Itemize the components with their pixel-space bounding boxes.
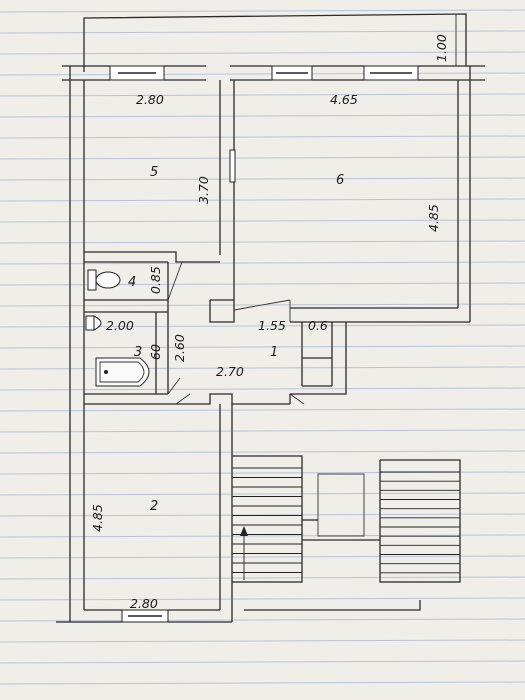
- dimension-bath-length: 60: [148, 344, 163, 360]
- ruled-line: [0, 156, 525, 160]
- ruled-line: [0, 681, 525, 685]
- balcony: [83, 13, 467, 72]
- dimension-room5-width: 2.80: [136, 92, 164, 107]
- room-number-2: 2: [150, 499, 158, 514]
- windows: [109, 65, 419, 623]
- interior-walls: [84, 80, 470, 622]
- ruled-line: [0, 198, 525, 202]
- ruled-line: [0, 408, 525, 412]
- ruled-line: [0, 513, 525, 517]
- ruled-line: [0, 72, 525, 76]
- dimension-balcony-depth: 1.00: [434, 34, 449, 62]
- ruled-line: [0, 177, 525, 181]
- ruled-line: [0, 114, 525, 118]
- ruled-line: [0, 387, 525, 391]
- dimension-room5-length: 3.70: [196, 176, 211, 204]
- ruled-line: [0, 618, 525, 622]
- ruled-line: [0, 135, 525, 139]
- ruled-line: [0, 261, 525, 265]
- ruled-line: [0, 450, 525, 454]
- dimension-room6-length: 4.85: [426, 204, 441, 232]
- room-number-4: 4: [128, 275, 136, 290]
- dimension-wc-length: 0.85: [148, 266, 163, 294]
- dimension-closet-width: 0.6: [308, 318, 328, 333]
- outer-walls: [56, 65, 485, 623]
- ruled-line: [0, 555, 525, 559]
- dimension-hall-length: 2.70: [216, 364, 244, 379]
- dimension-room2-length: 4.85: [90, 504, 105, 532]
- dimension-hall-width: 1.55: [258, 318, 286, 333]
- room-number-6: 6: [336, 173, 344, 188]
- ruled-line: [0, 429, 525, 433]
- room-number-5: 5: [150, 165, 158, 180]
- staircase: [232, 455, 461, 611]
- room-number-3: 3: [134, 345, 142, 360]
- ruled-line: [0, 492, 525, 496]
- stair-steps-right: [380, 471, 460, 583]
- dimension-room6-width: 4.65: [330, 92, 358, 107]
- ruled-line: [0, 30, 525, 34]
- dimension-bath-width: 2.00: [106, 318, 134, 333]
- ruled-line: [0, 534, 525, 538]
- ruled-line: [0, 660, 525, 664]
- bathroom-fixtures: [85, 269, 150, 387]
- dimension-room2-width: 2.80: [130, 596, 158, 611]
- ruled-line: [0, 51, 525, 55]
- ruled-line: [0, 639, 525, 643]
- room-number-1: 1: [270, 345, 278, 360]
- ruled-line: [0, 597, 525, 601]
- ruled-line: [0, 219, 525, 223]
- ruled-line: [0, 366, 525, 370]
- ruled-line: [0, 576, 525, 580]
- ruled-line: [0, 93, 525, 97]
- dimension-corridor-length: 2.60: [172, 334, 187, 362]
- ruled-line: [0, 9, 525, 13]
- ruled-line: [0, 345, 525, 349]
- ruled-line: [0, 240, 525, 244]
